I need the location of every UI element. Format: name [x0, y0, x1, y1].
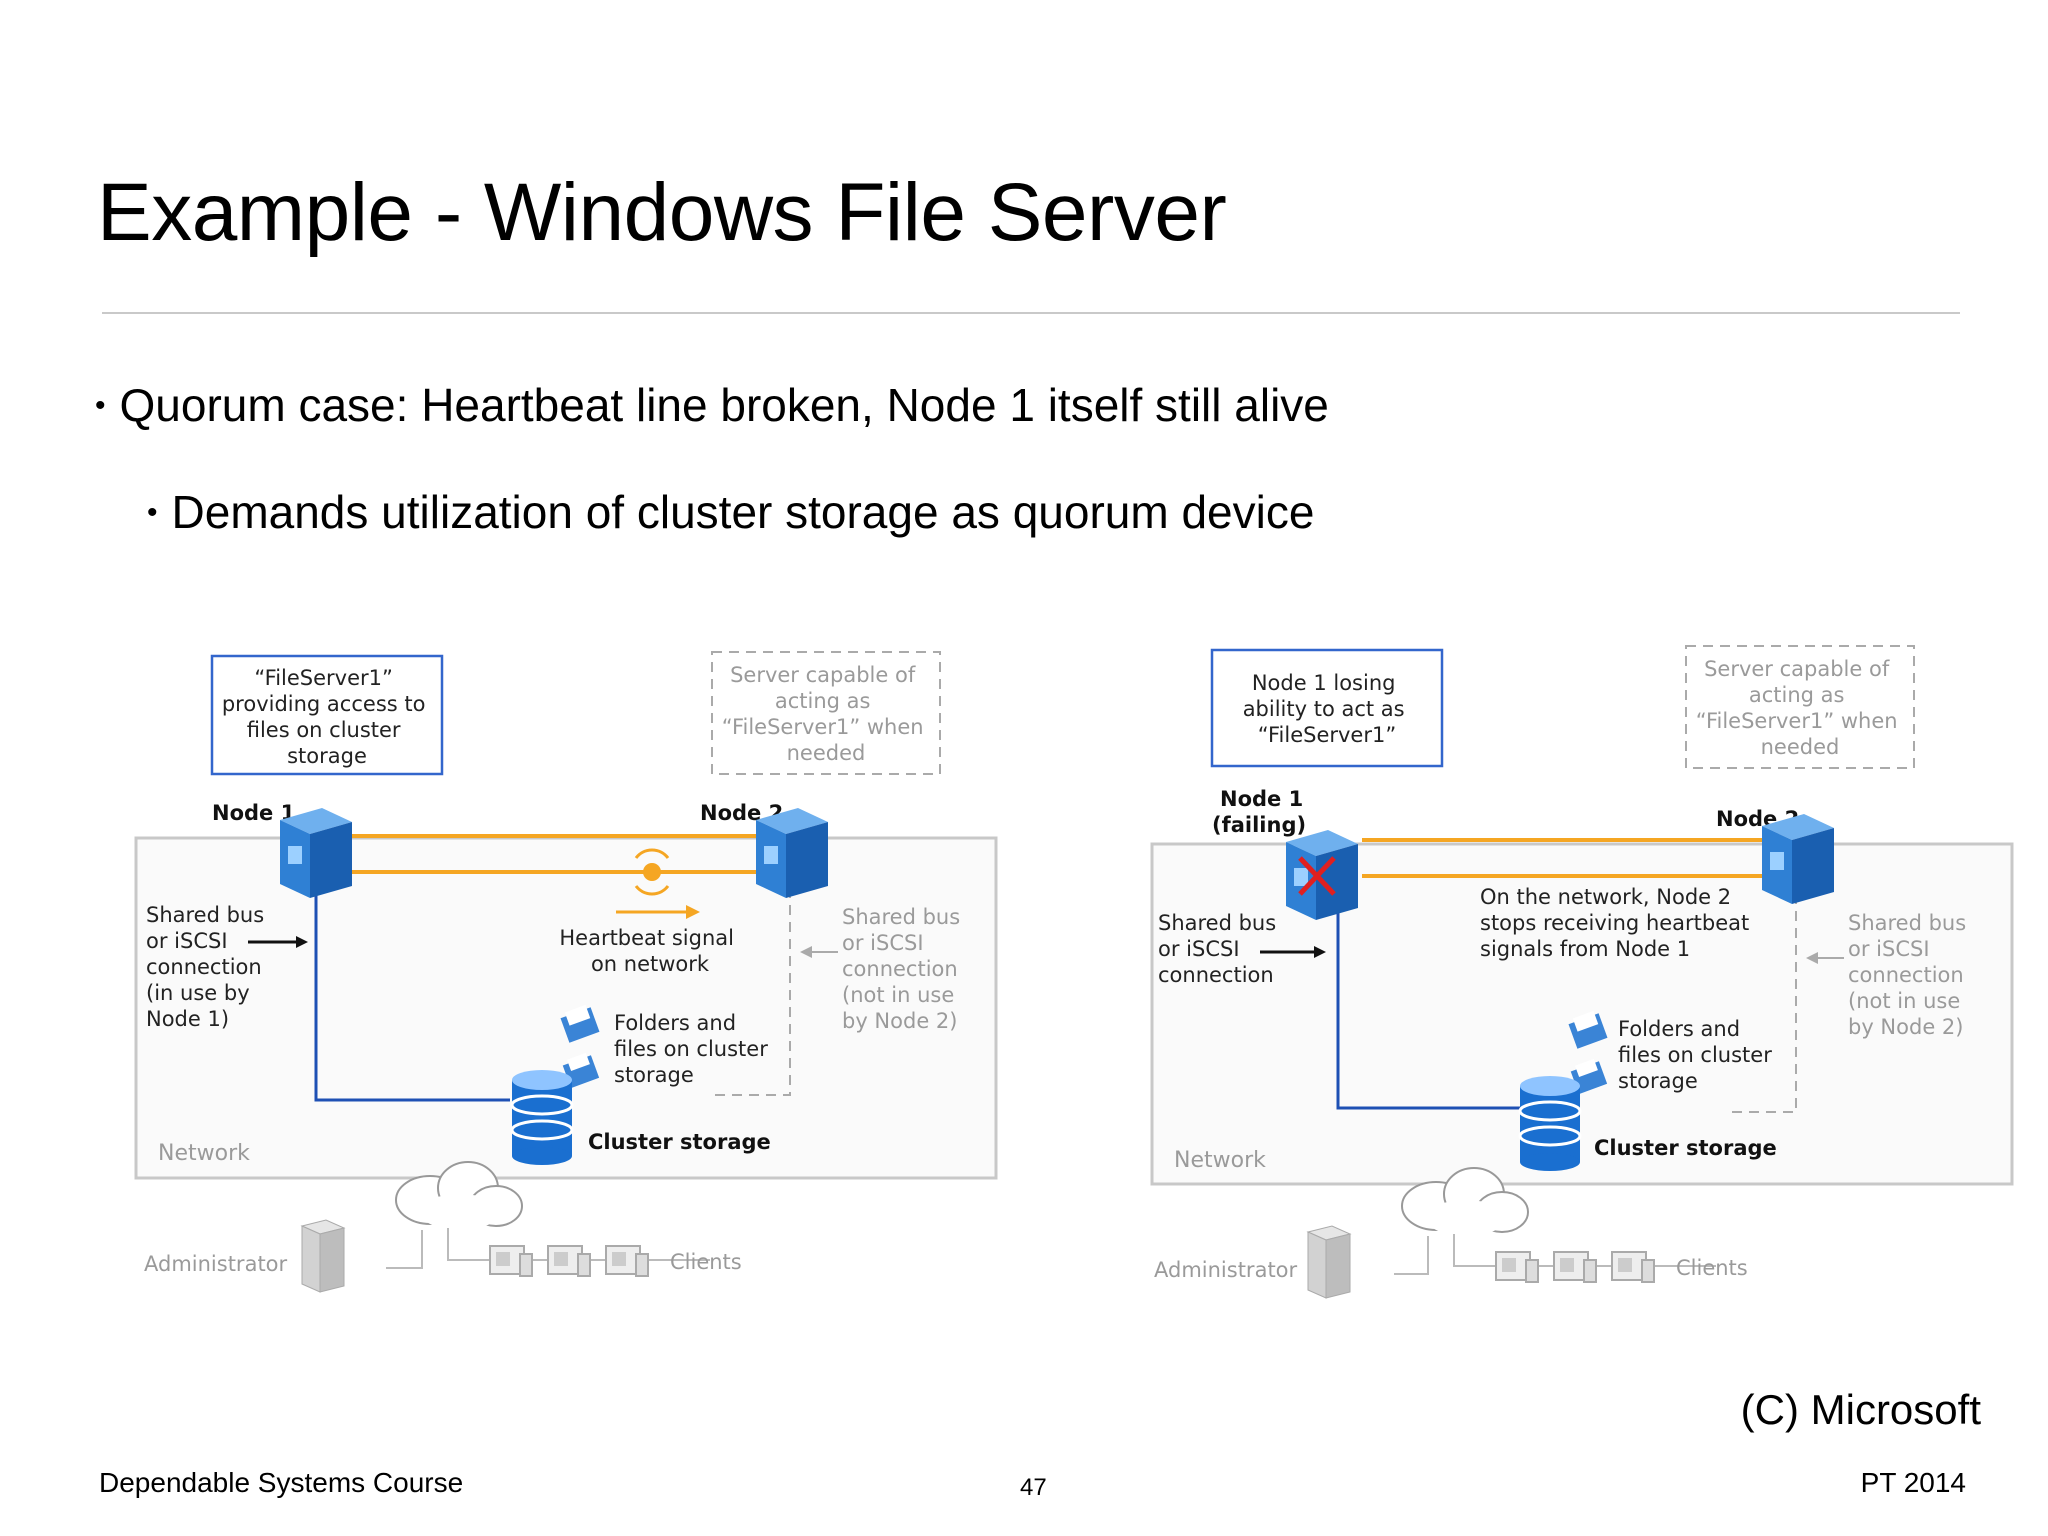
admin-link-line: [386, 1230, 423, 1269]
footer-course: Dependable Systems Course: [99, 1467, 464, 1498]
shared-bus-label: Shared bus or iSCSI connection (in use b…: [146, 903, 271, 1031]
client-icon: [1611, 1251, 1655, 1283]
shared-bus-label: Shared bus or iSCSI connection: [1158, 911, 1283, 987]
bullet-level-2: • Demands utilization of cluster storage …: [147, 489, 1314, 535]
diagram-normal-operation: Network “FileServer1” providing access t…: [130, 640, 1000, 1310]
heartbeat-label: Heartbeat signal on network: [559, 926, 740, 976]
node1-server-icon: [280, 808, 352, 898]
cluster-storage-label: Cluster storage: [588, 1130, 771, 1154]
standby-note-text: Server capable of acting as “FileServer1…: [1696, 657, 1905, 759]
standby-note-box: [711, 651, 941, 775]
administrator-server-icon: [1306, 1225, 1352, 1299]
unused-bus-arrowhead-icon: [800, 946, 812, 958]
shared-bus-arrowhead-icon: [1314, 946, 1326, 958]
callout-text: “FileServer1” providing access to files …: [222, 666, 432, 768]
callout-box: [1210, 648, 1444, 768]
diagram-node1-failing: Network Node 1 losing ability to act as …: [1148, 640, 2018, 1320]
client-icon: [1495, 1251, 1539, 1283]
cluster-diagram-left: Network “FileServer1” providing access t…: [134, 651, 998, 1293]
unused-bus-label: Shared bus or iSCSI connection (not in u…: [842, 905, 967, 1033]
cluster-storage-icon: [1518, 1076, 1582, 1171]
administrator-server-icon: [300, 1219, 346, 1293]
heartbeat-pulse-icon: [634, 848, 670, 896]
footer-author-year: PT 2014: [1860, 1467, 1966, 1498]
bullet-dot-icon: •: [147, 496, 158, 529]
callout-box: [210, 654, 444, 776]
folders-label: Folders and files on cluster storage: [1618, 1017, 1779, 1093]
cluster-diagram-right: Network Node 1 losing ability to act as …: [1150, 645, 2014, 1299]
administrator-label: Administrator: [144, 1252, 288, 1276]
unused-bus-label: Shared bus or iSCSI connection (not in u…: [1848, 911, 1973, 1039]
unused-bus-line: [1726, 894, 1797, 1113]
standby-note-box: [1685, 645, 1915, 769]
bullet-dot-icon: •: [95, 389, 106, 422]
cluster-storage-icon: [510, 1070, 574, 1165]
client-icon: [605, 1245, 649, 1277]
network-label: Network: [158, 1141, 250, 1166]
administrator-label: Administrator: [1154, 1258, 1298, 1282]
slide-title: Example - Windows File Server: [97, 167, 1227, 258]
shared-bus-arrowhead-icon: [296, 936, 308, 948]
admin-link-line: [1394, 1236, 1429, 1275]
standby-note-text: Server capable of acting as “FileServer1…: [722, 663, 931, 765]
clients-label: Clients: [1676, 1256, 1748, 1280]
clients-label: Clients: [670, 1250, 742, 1274]
unused-bus-arrowhead-icon: [1806, 952, 1818, 964]
network-cloud-icon: [395, 1161, 523, 1230]
title-divider: [102, 312, 1960, 314]
heartbeat-arrowhead-icon: [686, 905, 700, 919]
node1-server-icon: [1286, 830, 1358, 920]
node2-server-icon: [756, 808, 828, 898]
page-number: 47: [1020, 1474, 1047, 1501]
callout-text: Node 1 losing ability to act as “FileSer…: [1243, 671, 1412, 747]
shared-bus-line: [314, 888, 510, 1102]
copyright-note: (C) Microsoft: [1740, 1386, 1981, 1433]
client-icon: [1553, 1251, 1597, 1283]
heartbeat-label: On the network, Node 2 stops receiving h…: [1480, 885, 1756, 961]
network-label: Network: [1174, 1148, 1266, 1173]
unused-bus-line: [710, 888, 791, 1096]
network-cloud-icon: [1401, 1167, 1529, 1236]
shared-bus-line: [1336, 898, 1532, 1110]
client-icon: [489, 1245, 533, 1277]
cluster-storage-label: Cluster storage: [1594, 1136, 1777, 1160]
folders-label: Folders and files on cluster storage: [614, 1011, 775, 1087]
node1-label: Node 1 (failing): [1212, 787, 1311, 837]
bullet-text: Quorum case: Heartbeat line broken, Node…: [119, 379, 1329, 431]
bullet-level-1: • Quorum case: Heartbeat line broken, Nod…: [95, 382, 1329, 428]
failure-x-icon: [1298, 856, 1336, 896]
node2-server-icon: [1762, 814, 1834, 904]
client-icon: [547, 1245, 591, 1277]
bullet-text: Demands utilization of cluster storage a…: [171, 486, 1315, 538]
